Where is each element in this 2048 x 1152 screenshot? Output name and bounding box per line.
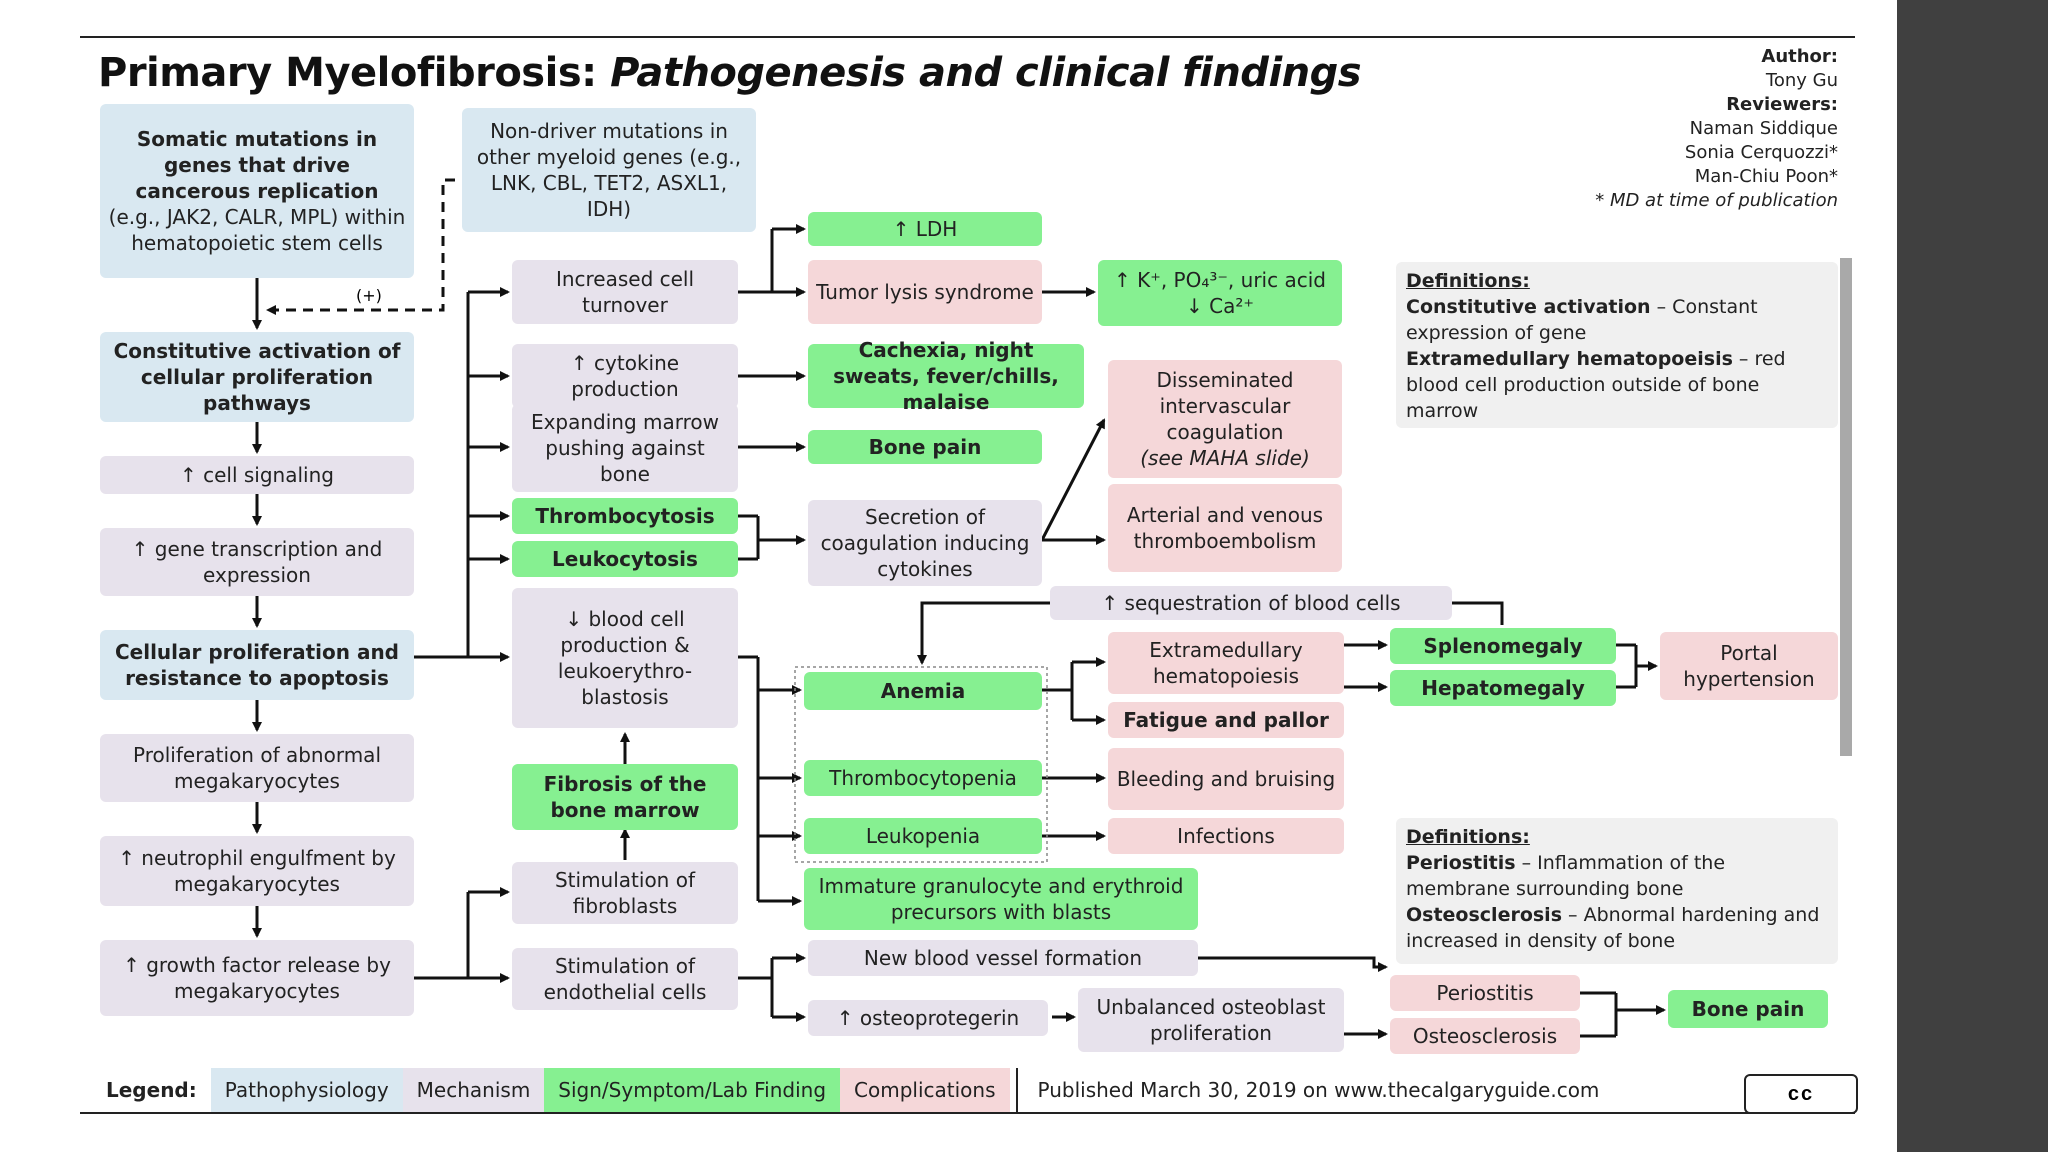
author-name: Tony Gu xyxy=(1765,70,1838,91)
bone-pain-2-box: Bone pain xyxy=(1668,990,1828,1028)
fatigue-pallor-box: Fatigue and pallor xyxy=(1108,702,1344,738)
leukopenia-box: Leukopenia xyxy=(804,818,1042,854)
immature-precursors-box: Immature granulocyte and erythroid precu… xyxy=(804,868,1198,930)
reviewer-name: Sonia Cerquozzi* xyxy=(1684,142,1838,163)
cell-signaling-box: ↑ cell signaling xyxy=(100,456,414,494)
cellular-proliferation-box: Cellular proliferation and resistance to… xyxy=(100,630,414,700)
stimulation-fibroblasts-box: Stimulation of fibroblasts xyxy=(512,862,738,924)
portal-hypertension-box: Portal hypertension xyxy=(1660,632,1838,700)
definition-text: – red blood cell production outside of b… xyxy=(1406,348,1786,422)
extramedullary-box: Extramedullary hematopoiesis xyxy=(1108,632,1344,694)
dic-box: Disseminated intervascular coagulation (… xyxy=(1108,360,1342,478)
legend-sign-symptom: Sign/Symptom/Lab Finding xyxy=(544,1068,841,1112)
leukocytosis-box: Leukocytosis xyxy=(512,541,738,577)
authors-block: Author: Tony Gu Reviewers: Naman Siddiqu… xyxy=(1595,45,1838,213)
tumor-lysis-box: Tumor lysis syndrome xyxy=(808,260,1042,324)
periostitis-box: Periostitis xyxy=(1390,975,1580,1011)
thromboembolism-box: Arterial and venous thromboembolism xyxy=(1108,484,1342,572)
infections-box: Infections xyxy=(1108,818,1344,854)
positive-effect-label: (+) xyxy=(356,286,382,305)
reviewer-name: Man-Chiu Poon* xyxy=(1694,166,1838,187)
non-driver-mutations-box: Non-driver mutations in other myeloid ge… xyxy=(462,108,756,232)
osteoprotegerin-box: ↑ osteoprotegerin xyxy=(808,1000,1048,1036)
right-dark-panel xyxy=(1897,0,2048,1152)
title-main: Primary Myelofibrosis: xyxy=(98,50,597,96)
definitions-2-heading: Definitions: xyxy=(1406,826,1530,848)
bone-pain-box: Bone pain xyxy=(808,430,1042,464)
secretion-cytokines-box: Secretion of coagulation inducing cytoki… xyxy=(808,500,1042,586)
legend-complications: Complications xyxy=(840,1068,1010,1112)
cc-license-icon: cc xyxy=(1744,1074,1858,1114)
bleeding-bruising-box: Bleeding and bruising xyxy=(1108,748,1344,810)
legend-mechanism: Mechanism xyxy=(402,1068,545,1112)
anemia-box: Anemia xyxy=(804,672,1042,710)
sequestration-box: ↑ sequestration of blood cells xyxy=(1050,586,1452,620)
somatic-mutations-label: Somatic mutations in genes that drive ca… xyxy=(135,127,379,203)
reviewer-name: Naman Siddique xyxy=(1689,118,1838,139)
dic-label: Disseminated intervascular coagulation xyxy=(1156,368,1294,444)
unbalanced-osteoblast-box: Unbalanced osteoblast proliferation xyxy=(1078,988,1344,1052)
somatic-mutations-box: Somatic mutations in genes that drive ca… xyxy=(100,104,414,278)
author-label: Author: xyxy=(1761,46,1838,67)
legend-pathophysiology: Pathophysiology xyxy=(210,1068,403,1112)
hepatomegaly-box: Hepatomegaly xyxy=(1390,670,1616,706)
new-vessel-box: New blood vessel formation xyxy=(808,940,1198,976)
scrollbar-thumb[interactable] xyxy=(1840,258,1852,756)
growth-factor-release-box: ↑ growth factor release by megakaryocyte… xyxy=(100,940,414,1016)
title-sub: Pathogenesis and clinical findings xyxy=(610,50,1362,96)
definition-text: – Abnormal hardening and increased in de… xyxy=(1406,904,1820,952)
author-note: * MD at time of publication xyxy=(1595,190,1838,211)
electrolytes-box: ↑ K⁺, PO₄³⁻, uric acid ↓ Ca²⁺ xyxy=(1098,260,1342,326)
definitions-1: Definitions: Constitutive activation – C… xyxy=(1396,262,1838,428)
top-rule xyxy=(80,36,1855,38)
cytokine-production-box: ↑ cytokine production xyxy=(512,344,738,408)
splenomegaly-box: Splenomegaly xyxy=(1390,628,1616,664)
stimulation-endothelial-box: Stimulation of endothelial cells xyxy=(512,948,738,1010)
published-note: Published March 30, 2019 on www.thecalga… xyxy=(1037,1078,1600,1102)
thrombocytosis-box: Thrombocytosis xyxy=(512,498,738,534)
ldh-box: ↑ LDH xyxy=(808,212,1042,246)
neutrophil-engulfment-box: ↑ neutrophil engulfment by megakaryocyte… xyxy=(100,836,414,906)
definition-term: Extramedullary hematopoeisis xyxy=(1406,348,1733,370)
definitions-2: Definitions: Periostitis – Inflammation … xyxy=(1396,818,1838,964)
definitions-1-heading: Definitions: xyxy=(1406,270,1530,292)
somatic-mutations-examples: (e.g., JAK2, CALR, MPL) within hematopoi… xyxy=(108,205,406,255)
legend-separator xyxy=(1015,1068,1018,1112)
definition-term: Constitutive activation xyxy=(1406,296,1651,318)
definition-text: – Constant expression of gene xyxy=(1406,296,1758,344)
legend-label: Legend: xyxy=(106,1078,197,1102)
page-title: Primary Myelofibrosis: Pathogenesis and … xyxy=(98,50,1362,96)
thrombocytopenia-box: Thrombocytopenia xyxy=(804,760,1042,796)
constitutive-activation-box: Constitutive activation of cellular prol… xyxy=(100,332,414,422)
proliferation-megakaryocytes-box: Proliferation of abnormal megakaryocytes xyxy=(100,734,414,802)
definition-term: Periostitis xyxy=(1406,852,1516,874)
osteosclerosis-box: Osteosclerosis xyxy=(1390,1018,1580,1054)
bottom-rule xyxy=(80,1112,1855,1114)
expanding-marrow-box: Expanding marrow pushing against bone xyxy=(512,404,738,492)
dic-note: (see MAHA slide) xyxy=(1140,446,1310,470)
blood-cell-production-box: ↓ blood cell production & leukoerythro-b… xyxy=(512,588,738,728)
legend-bar: Legend: Pathophysiology Mechanism Sign/S… xyxy=(80,1068,1855,1112)
gene-transcription-box: ↑ gene transcription and expression xyxy=(100,528,414,596)
increased-cell-turnover-box: Increased cell turnover xyxy=(512,260,738,324)
definition-term: Osteosclerosis xyxy=(1406,904,1563,926)
cachexia-box: Cachexia, night sweats, fever/chills, ma… xyxy=(808,338,1084,414)
definition-text: – Inflammation of the membrane surroundi… xyxy=(1406,852,1726,900)
fibrosis-bone-marrow-box: Fibrosis of the bone marrow xyxy=(512,764,738,830)
reviewers-label: Reviewers: xyxy=(1726,94,1838,115)
